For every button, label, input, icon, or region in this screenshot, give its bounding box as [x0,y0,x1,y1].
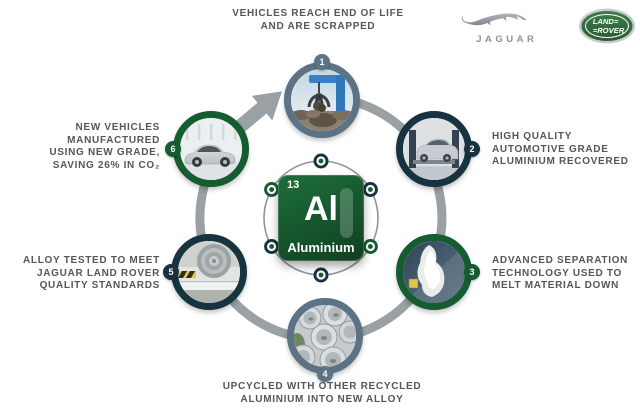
cycle-marker [362,239,378,254]
step-label-line: AUTOMOTIVE GRADE [492,143,609,155]
step-label-line: USING NEW GRADE, [49,147,160,159]
step-label-line: QUALITY STANDARDS [39,280,160,292]
step-node-1: 1 [284,54,360,138]
step-number-badge: 3 [464,264,480,280]
cycle-marker [264,239,280,254]
step-label-5: ALLOY TESTED TO MEET JAGUAR LAND ROVER Q… [8,255,160,293]
step-photo-ring [396,234,472,310]
step-label-line: UPCYCLED WITH OTHER RECYCLED [222,381,422,392]
crushed-cans-photo [294,305,356,367]
step-label-line: ALLOY TESTED TO MEET [23,255,160,266]
step-label-line: NEW VEHICLES [75,122,160,133]
step-label-line: TECHNOLOGY USED TO [492,267,623,279]
land-rover-oval-icon: LAND= =ROVER [579,8,635,44]
step-node-6: 6 [165,111,249,187]
step-label-line: JAGUAR LAND ROVER [36,267,160,279]
cycle-marker [313,267,329,283]
step-label-3: ADVANCED SEPARATION TECHNOLOGY USED TO M… [492,255,640,293]
step-number-badge: 4 [317,366,333,382]
step-number-badge: 6 [165,141,181,157]
step-label-line: HIGH QUALITY [492,131,573,142]
step-node-5: 5 [163,234,247,310]
step-number-badge: 5 [163,264,179,280]
cycle-marker [362,182,378,197]
cycle-marker [313,153,329,169]
alloy-coil-testing-photo [178,241,240,303]
jaguar-logo: JAGUAR [460,5,550,45]
land-rover-wordmark-top: LAND= [593,17,619,26]
step-label-4: UPCYCLED WITH OTHER RECYCLED ALUMINIUM I… [172,381,472,406]
step-label-line: AND ARE SCRAPPED [260,20,376,32]
land-rover-logo: LAND= =ROVER [578,7,636,50]
jaguar-leaper-icon [461,13,527,26]
step-node-2: 2 [396,111,480,187]
step-label-6: NEW VEHICLES MANUFACTURED USING NEW GRAD… [8,122,160,172]
element-name: Aluminium [287,240,355,255]
element-symbol: Al [304,190,338,228]
scrap-metal-crane-photo [291,69,353,131]
step-label-1: VEHICLES REACH END OF LIFE AND ARE SCRAP… [168,8,468,33]
land-rover-wordmark-bottom: =ROVER [593,26,625,35]
atomic-number: 13 [287,179,300,191]
step-node-4: 4 [287,298,363,382]
jaguar-wordmark: JAGUAR [476,34,538,45]
cycle-arrow-icon [231,91,282,136]
card-shine [340,188,353,238]
step-photo-ring [284,62,360,138]
step-label-line: MANUFACTURED [67,134,160,146]
step-label-line: ADVANCED SEPARATION [492,255,629,266]
step-photo-ring [171,234,247,310]
step-label-2: HIGH QUALITY AUTOMOTIVE GRADE ALUMINIUM … [492,131,640,169]
step-label-line: SAVING 26% IN CO₂ [52,159,160,171]
new-vehicle-photo [180,118,242,180]
step-photo-ring [287,298,363,374]
step-number-badge: 2 [464,141,480,157]
step-label-line: MELT MATERIAL DOWN [492,280,620,292]
molten-aluminium-photo [403,241,465,303]
step-label-line: ALUMINIUM RECOVERED [492,156,629,168]
step-photo-ring [396,111,472,187]
step-label-line: VEHICLES REACH END OF LIFE [232,8,404,19]
step-node-3: 3 [396,234,480,310]
step-photo-ring [173,111,249,187]
step-number-badge: 1 [314,54,330,70]
car-on-lift-photo [403,118,465,180]
aluminium-element-card: 13 Al Aluminium [278,175,364,261]
step-label-line: ALUMINIUM INTO NEW ALLOY [240,393,404,405]
cycle-marker [264,182,280,197]
